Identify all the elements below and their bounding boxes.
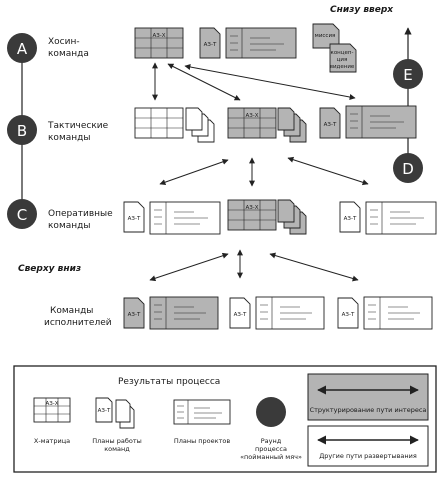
row-b-matrix-label: АЗ-Х <box>245 113 258 119</box>
executors-label-line2: исполнителей <box>44 318 112 328</box>
arrow-b-to-c-left <box>159 158 229 186</box>
legend-project-plans-label: Планы проектов <box>174 437 231 445</box>
row-b-doc-stack-center <box>277 107 307 143</box>
row-c-plan-doc-right: АЗ-Т <box>339 201 361 233</box>
concept-doc-label-line2: ция <box>337 57 348 63</box>
row-c-project-plan-left <box>149 201 221 235</box>
legend-round-line3: «пойманный мяч» <box>240 453 302 461</box>
mission-doc: миссия <box>312 23 340 49</box>
exec-plan-doc-3-label: АЗ-Т <box>342 312 355 318</box>
executors-label-line1: Команды <box>50 306 93 316</box>
legend-matrix-label: АЗ-Х <box>45 401 58 407</box>
row-b-x-matrix-center: АЗ-Х <box>227 107 277 139</box>
row-c-plan-doc-right-label: АЗ-Т <box>344 216 357 222</box>
row-a-plan-doc-label: АЗ-Т <box>204 42 217 48</box>
stage-a-letter: A <box>17 40 28 58</box>
legend-round-icon <box>256 397 286 427</box>
legend-work-plans-line1: Планы работы <box>92 437 142 445</box>
legend-structuring-label: Структурирование пути интереса <box>310 406 427 414</box>
stage-c-label-line2: команды <box>48 221 90 231</box>
row-b-plan-doc: АЗ-Т <box>319 107 341 139</box>
legend-work-plans-line2: команд <box>104 445 130 453</box>
concept-doc: концеп- ция видение <box>329 43 357 73</box>
legend-round-line1: Раунд <box>261 437 282 445</box>
arrow-b-to-c-right <box>287 156 369 186</box>
exec-project-plan-2 <box>255 296 325 330</box>
legend: Результаты процесса АЗ-Х Х-матрица АЗ-Т … <box>13 365 437 473</box>
stage-b-label-line1: Тактические <box>47 121 109 131</box>
row-b-doc-stack-left <box>185 107 215 143</box>
stage-c-marker: C <box>7 199 37 229</box>
stage-b-marker: B <box>7 115 37 145</box>
row-c-matrix-label: АЗ-Х <box>245 205 258 211</box>
legend-work-plans-icon: АЗ-Т <box>95 397 135 429</box>
exec-plan-doc-3: АЗ-Т <box>337 297 359 329</box>
legend-x-matrix-label: Х-матрица <box>34 437 70 445</box>
legend-structuring-path: Структурирование пути интереса <box>307 373 429 421</box>
row-b-project-plan <box>345 105 417 139</box>
row-c-x-matrix: АЗ-Х <box>227 199 277 231</box>
arrow-a-to-b-right <box>184 64 356 100</box>
stage-a-marker: A <box>7 33 37 63</box>
bottom-up-label: Снизу вверх <box>330 5 394 15</box>
row-a-plan-doc: АЗ-Т <box>199 27 221 59</box>
exec-plan-doc-2: АЗ-Т <box>229 297 251 329</box>
row-a-x-matrix: АЗ-Х <box>134 27 184 59</box>
stage-a-label-line2: команда <box>48 49 89 59</box>
row-b-plan-doc-label: АЗ-Т <box>324 122 337 128</box>
concept-doc-label-line1: концеп- <box>331 50 354 56</box>
row-a-matrix-label: АЗ-Х <box>152 33 165 39</box>
row-b-matrix-left <box>134 107 184 139</box>
exec-plan-doc-2-label: АЗ-Т <box>234 312 247 318</box>
stage-e-letter: E <box>403 66 412 84</box>
legend-x-matrix-icon: АЗ-Х <box>33 397 71 423</box>
stage-c-label-line1: Оперативные <box>48 209 113 219</box>
arrow-c-to-exec-left <box>149 252 229 282</box>
stage-b-letter: B <box>17 122 27 140</box>
exec-plan-doc-1: АЗ-Т <box>123 297 145 329</box>
stage-c-letter: C <box>17 206 27 224</box>
legend-other-paths: Другие пути развертывания <box>307 425 429 467</box>
arrow-c-to-exec-right <box>269 252 359 282</box>
row-c-doc-stack <box>277 199 307 235</box>
exec-plan-doc-1-label: АЗ-Т <box>128 312 141 318</box>
concept-doc-label-line3: видение <box>330 64 355 70</box>
top-down-label: Сверху вниз <box>18 264 81 274</box>
legend-title: Результаты процесса <box>118 377 220 387</box>
stage-b-label-line2: команды <box>48 133 90 143</box>
row-c-project-plan-right <box>365 201 437 235</box>
legend-project-plans-icon <box>173 399 231 425</box>
exec-project-plan-3 <box>363 296 433 330</box>
row-a-project-plan <box>225 27 297 59</box>
legend-plan-label: АЗ-Т <box>98 408 111 414</box>
mission-doc-label: миссия <box>315 33 336 39</box>
legend-other-paths-label: Другие пути развертывания <box>319 452 417 460</box>
stage-d-marker: D <box>393 153 423 183</box>
stage-a-label-line1: Хосин- <box>48 37 80 47</box>
row-c-plan-doc-label: АЗ-Т <box>128 216 141 222</box>
legend-round-line2: процесса <box>255 445 287 453</box>
row-c-plan-doc: АЗ-Т <box>123 201 145 233</box>
exec-project-plan-1 <box>149 296 219 330</box>
stage-d-letter: D <box>402 160 414 178</box>
stage-e-marker: E <box>393 59 423 89</box>
